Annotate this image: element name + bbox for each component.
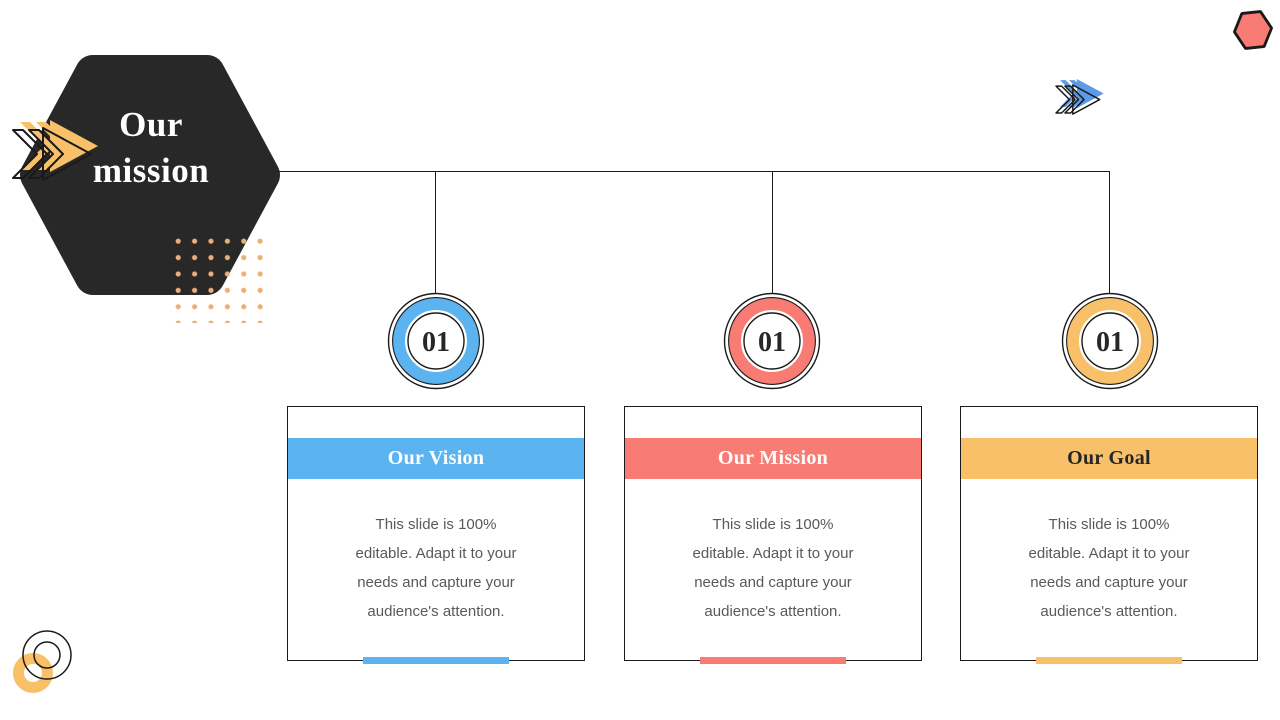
card-accent-bar <box>700 657 846 664</box>
timeline-node-mission: 01 <box>722 291 822 391</box>
card-body-line: editable. Adapt it to your <box>1028 545 1190 562</box>
card-body: This slide is 100% editable. Adapt it to… <box>288 510 584 626</box>
card-accent-bar <box>363 657 509 664</box>
fast-forward-arrow-icon <box>1053 77 1109 119</box>
card-body-line: needs and capture your <box>357 574 515 591</box>
connector-vertical-line <box>435 171 436 294</box>
slide-title-line1: Our <box>119 105 183 144</box>
card-body-line: editable. Adapt it to your <box>355 545 517 562</box>
info-card-vision: Our Vision This slide is 100% editable. … <box>287 406 585 664</box>
card-header: Our Goal <box>961 438 1257 479</box>
card-body-line: This slide is 100% <box>1048 516 1170 533</box>
card-body-line: needs and capture your <box>1030 574 1188 591</box>
card-body: This slide is 100% editable. Adapt it to… <box>625 510 921 626</box>
card-body-line: needs and capture your <box>694 574 852 591</box>
card-accent-bar <box>1036 657 1182 664</box>
slide-title: Our mission <box>38 102 264 194</box>
fast-forward-arrow-icon <box>8 116 100 182</box>
slide-title-line2: mission <box>92 151 210 190</box>
card-body-line: editable. Adapt it to your <box>692 545 854 562</box>
ring-icon <box>13 653 53 693</box>
hexagon-icon <box>1228 7 1278 55</box>
card-body-line: This slide is 100% <box>712 516 834 533</box>
hexagon-icon <box>20 55 280 295</box>
node-number: 01 <box>758 327 786 358</box>
info-card-goal: Our Goal This slide is 100% editable. Ad… <box>960 406 1258 664</box>
card-title: Our Mission <box>717 447 829 469</box>
card-body-line: This slide is 100% <box>375 516 497 533</box>
info-card-mission: Our Mission This slide is 100% editable.… <box>624 406 922 664</box>
connector-vertical-line <box>1109 171 1110 294</box>
card-title: Our Vision <box>387 447 485 469</box>
card-header: Our Vision <box>288 438 584 479</box>
connector-horizontal-line <box>278 171 1110 172</box>
connector-vertical-line <box>772 171 773 294</box>
title-hexagon-shape <box>8 48 298 303</box>
card-body-line: audience's attention. <box>1040 603 1178 620</box>
timeline-node-goal: 01 <box>1060 291 1160 391</box>
node-number: 01 <box>422 327 450 358</box>
concentric-circles-icon <box>8 624 92 708</box>
timeline-node-vision: 01 <box>386 291 486 391</box>
card-header: Our Mission <box>625 438 921 479</box>
card-body-line: audience's attention. <box>367 603 505 620</box>
card-body: This slide is 100% editable. Adapt it to… <box>961 510 1257 626</box>
dot-grid-icon <box>168 231 264 323</box>
card-body-line: audience's attention. <box>704 603 842 620</box>
node-number: 01 <box>1096 327 1124 358</box>
card-title: Our Goal <box>1067 447 1151 469</box>
